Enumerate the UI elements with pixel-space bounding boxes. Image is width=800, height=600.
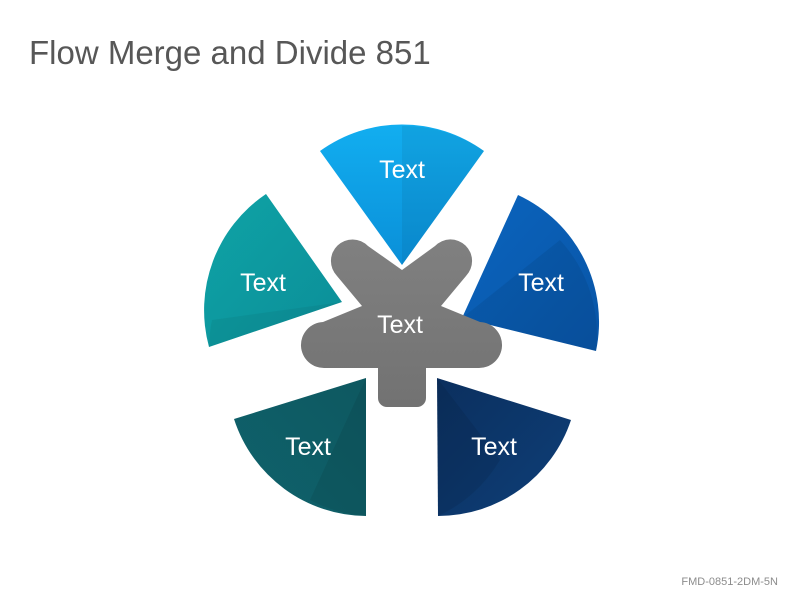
segment-bottom-left-label: Text [285, 433, 331, 461]
segment-right-label: Text [518, 269, 564, 297]
footer-code: FMD-0851-2DM-5N [681, 576, 778, 588]
segment-bottom-right: Text [437, 378, 571, 517]
segment-bottom-left: Text [234, 378, 366, 516]
segment-left-shape [204, 194, 342, 347]
segment-top-shape [320, 124, 484, 265]
segment-top-label: Text [379, 156, 425, 184]
segment-bottom-right-shape [437, 378, 571, 517]
center-hub-shape [300, 239, 503, 407]
center-hub-label: Text [377, 311, 423, 339]
center-hub: Text [300, 239, 503, 407]
segment-bottom-right-label: Text [471, 433, 517, 461]
segment-right: Text [462, 195, 600, 351]
segment-bottom-left-shape [234, 378, 366, 516]
page-title: Flow Merge and Divide 851 [29, 34, 431, 71]
segment-left-label: Text [240, 269, 286, 297]
segment-top: Text [320, 124, 484, 265]
segment-right-shape [462, 195, 600, 351]
segment-left: Text [204, 194, 342, 347]
